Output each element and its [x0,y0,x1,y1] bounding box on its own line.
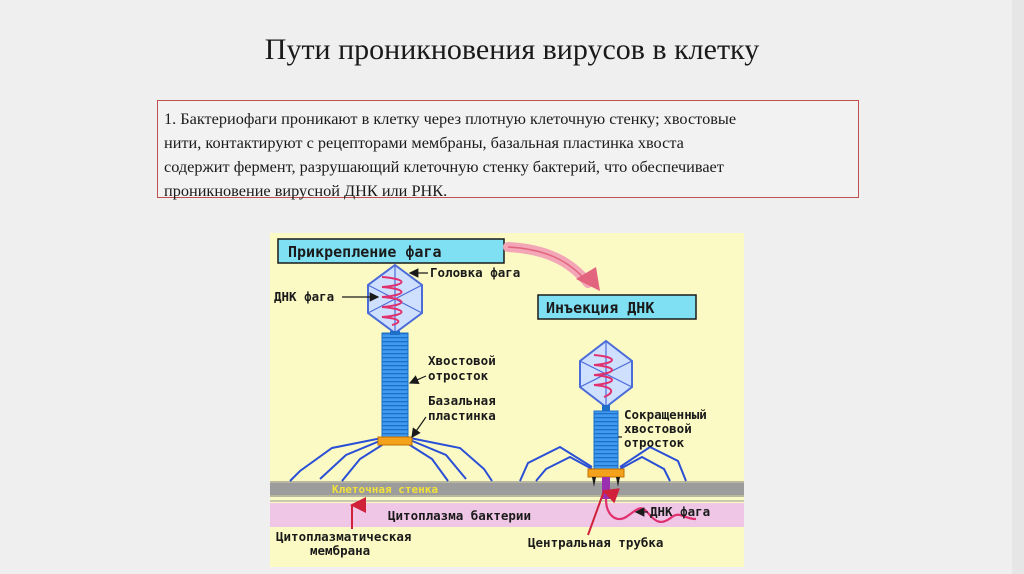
slide-title: Пути проникновения вирусов в клетку [0,33,1024,67]
description-line-3: содержит фермент, разрушающий клеточную … [164,155,848,179]
label-tail-2: отросток [428,368,489,383]
label-base-2: пластинка [428,408,496,423]
label-membrane-1: Цитоплазматическая [276,529,411,544]
label-cytoplasm: Цитоплазма бактерии [388,508,531,523]
label-dna-2: ДНК фага [650,504,710,519]
base-plate [378,437,412,445]
description-line-1: 1. Бактериофаги проникают в клетку через… [164,107,848,131]
label-short-2: хвостовой [624,421,692,436]
phage-diagram: Прикрепление фага Инъекция ДНК Клеточная… [270,233,744,567]
base-plate-2 [588,469,624,477]
tail-sheath [382,333,408,437]
label-head: Головка фага [430,265,520,280]
label-tail-1: Хвостовой [428,353,496,368]
short-tail [594,411,618,469]
header-attach: Прикрепление фага [288,243,442,261]
label-short-3: отросток [624,435,685,450]
label-base-1: Базальная [428,393,496,408]
description-line-2: нити, контактируют с рецепторами мембран… [164,131,848,155]
header-inject: Инъекция ДНК [546,299,654,317]
label-membrane-2: мембрана [310,543,370,558]
description-line-4: проникновение вирусной ДНК или РНК. [164,179,848,203]
phage-diagram-svg: Прикрепление фага Инъекция ДНК Клеточная… [270,233,744,567]
slide-edge-stripe [1012,0,1024,574]
label-wall: Клеточная стенка [332,483,438,496]
description-box: 1. Бактериофаги проникают в клетку через… [157,100,859,198]
label-dna: ДНК фага [274,289,334,304]
label-short-1: Сокращенный [624,407,707,422]
label-tube: Центральная трубка [528,535,663,550]
